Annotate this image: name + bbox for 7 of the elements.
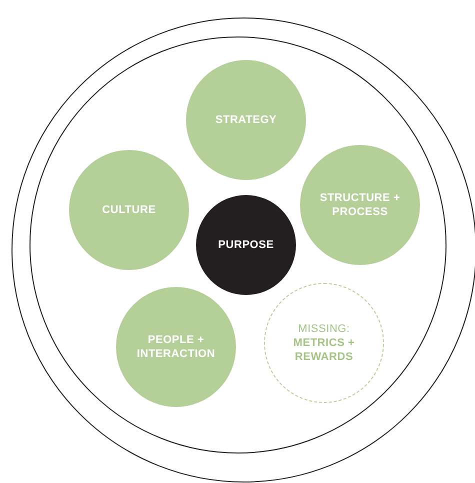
node-label: METRICS + REWARDS: [292, 336, 356, 364]
node-label: PEOPLE + INTERACTION: [136, 333, 216, 361]
node-label: CULTURE: [102, 203, 156, 217]
node-label: STRATEGY: [215, 113, 277, 127]
node-label: MISSING:: [298, 322, 350, 336]
node-label: PURPOSE: [218, 238, 274, 252]
node-label: STRUCTURE + PROCESS: [318, 191, 402, 219]
